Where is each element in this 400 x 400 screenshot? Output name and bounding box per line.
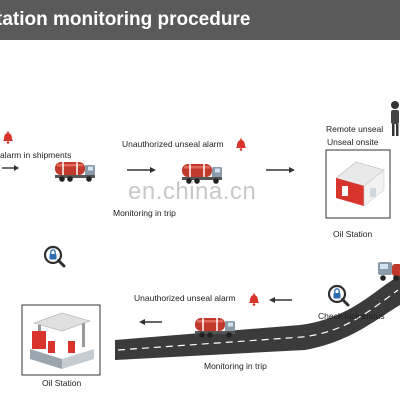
unseal-onsite-label: Unseal onsite bbox=[327, 137, 379, 147]
magnifier-lock-icon bbox=[327, 284, 350, 307]
road-center-line bbox=[117, 289, 399, 351]
unauthorized-unseal-alarm-label: Unauthorized unseal alarm bbox=[134, 293, 236, 303]
tanker-truck-icon bbox=[54, 161, 96, 183]
oil-station-icon bbox=[21, 304, 101, 376]
person-icon bbox=[391, 101, 399, 136]
alarm-bell-icon bbox=[249, 293, 259, 306]
oil-station-icon bbox=[325, 149, 391, 219]
monitoring-in-trip-label: Monitoring in trip bbox=[204, 361, 267, 371]
alarm-bell-icon bbox=[236, 138, 246, 151]
tanker-truck-icon bbox=[378, 262, 400, 281]
oil-station-label: Oil Station bbox=[333, 229, 373, 239]
check-lock-status-label: Check lock status bbox=[318, 311, 385, 321]
magnifier-lock-icon bbox=[43, 245, 66, 268]
title-banner: tation monitoring procedure bbox=[0, 0, 400, 40]
oil-station-label: Oil Station bbox=[42, 378, 82, 388]
unauthorized-unseal-alarm-label: Unauthorized unseal alarm bbox=[122, 139, 224, 149]
monitoring-in-trip-label: Monitoring in trip bbox=[113, 208, 176, 218]
flow-arrow bbox=[2, 165, 295, 325]
alarm-in-shipments-label: alarm in shipments bbox=[0, 150, 72, 160]
remote-unseal-label: Remote unseal bbox=[326, 124, 384, 134]
watermark: en.china.cn bbox=[128, 178, 257, 205]
page-title: tation monitoring procedure bbox=[0, 9, 251, 30]
road bbox=[115, 275, 400, 360]
alarm-bell-icon bbox=[3, 131, 13, 144]
